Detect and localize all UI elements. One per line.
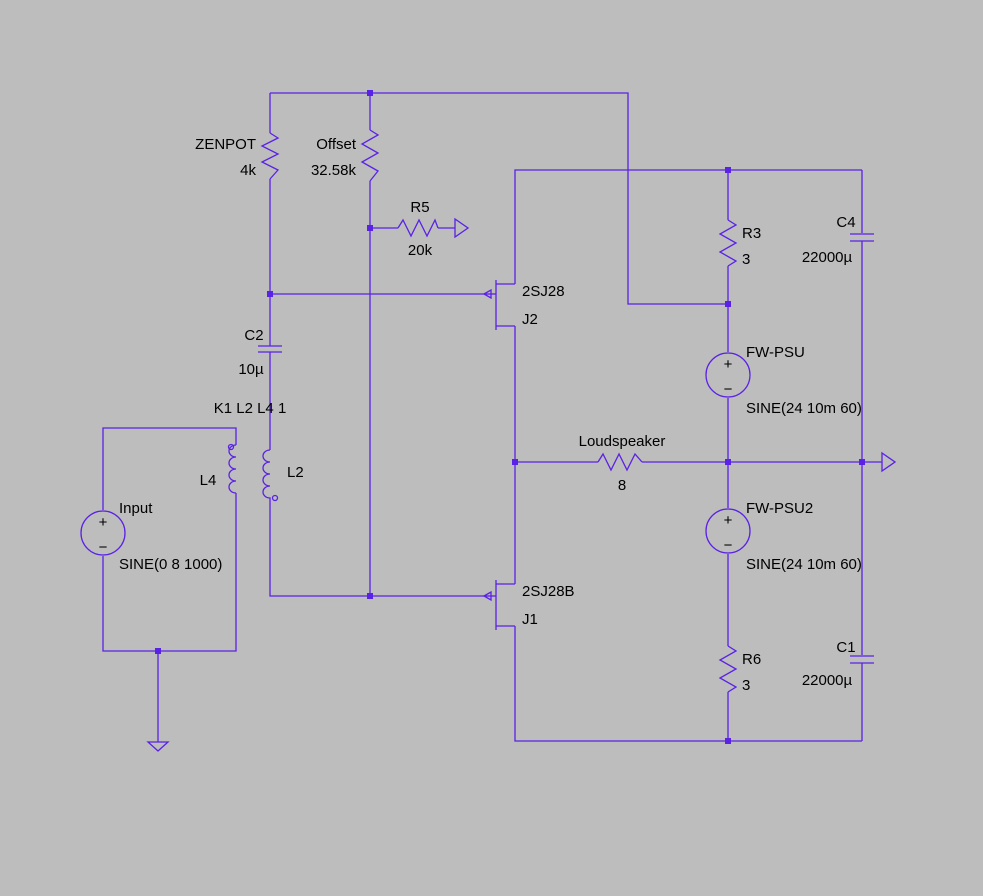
input-minus-symbol: − bbox=[99, 539, 108, 556]
wire-j2-top[interactable] bbox=[514, 169, 862, 280]
loudspeaker-resistor[interactable] bbox=[597, 452, 643, 472]
l2-dot bbox=[271, 494, 279, 502]
offset-resistor[interactable] bbox=[360, 129, 380, 182]
input-plus-symbol: + bbox=[99, 514, 108, 531]
wire-input-return[interactable] bbox=[102, 493, 237, 652]
c4-value: 22000µ bbox=[802, 249, 853, 266]
r6-name: R6 bbox=[742, 651, 761, 668]
junction-dot bbox=[512, 459, 518, 465]
wire-input-loop[interactable] bbox=[102, 427, 237, 510]
junction-dot bbox=[725, 167, 731, 173]
fwpsu-name: FW-PSU bbox=[746, 344, 805, 361]
c2-value: 10µ bbox=[238, 361, 264, 378]
r3-resistor[interactable] bbox=[718, 219, 738, 267]
l2-inductor[interactable] bbox=[262, 449, 271, 506]
l4-dot bbox=[227, 443, 235, 451]
l4-inductor[interactable] bbox=[228, 444, 237, 494]
zenpot-resistor[interactable] bbox=[260, 132, 280, 180]
input-value: SINE(0 8 1000) bbox=[119, 556, 222, 573]
l2-name: L2 bbox=[287, 464, 304, 481]
r6-value: 3 bbox=[742, 677, 750, 694]
fwpsu2-plus-symbol: + bbox=[724, 512, 733, 529]
fwpsu2-minus-symbol: − bbox=[724, 537, 733, 554]
r3-name: R3 bbox=[742, 225, 761, 242]
j1-jfet[interactable] bbox=[482, 580, 516, 630]
j1-name: J1 bbox=[522, 611, 538, 628]
junction-dot bbox=[155, 648, 161, 654]
junction-dot bbox=[267, 291, 273, 297]
j2-model: 2SJ28 bbox=[522, 283, 565, 300]
junction-dot bbox=[367, 225, 373, 231]
j2-name: J2 bbox=[522, 311, 538, 328]
fwpsu2-name: FW-PSU2 bbox=[746, 500, 813, 517]
r5-value: 20k bbox=[408, 242, 433, 259]
c1-capacitor[interactable] bbox=[850, 655, 874, 664]
fwpsu-minus-symbol: − bbox=[724, 381, 733, 398]
wires bbox=[102, 92, 882, 742]
l4-name: L4 bbox=[200, 472, 217, 489]
j2-jfet[interactable] bbox=[482, 280, 516, 330]
c2-name: C2 bbox=[244, 327, 263, 344]
junction-dot bbox=[367, 90, 373, 96]
input-voltage-source[interactable] bbox=[80, 510, 126, 556]
zenpot-value: 4k bbox=[240, 162, 256, 179]
input-name: Input bbox=[119, 500, 153, 517]
wire-top-bias[interactable] bbox=[270, 92, 728, 305]
fwpsu2-voltage-source[interactable] bbox=[705, 508, 751, 554]
r5-name: R5 bbox=[410, 199, 429, 216]
junction-dot bbox=[859, 459, 865, 465]
c2-capacitor[interactable] bbox=[258, 340, 282, 356]
r5-resistor[interactable] bbox=[397, 218, 439, 238]
ground-symbol-input[interactable] bbox=[146, 741, 170, 752]
ground-symbol-r5[interactable] bbox=[454, 217, 470, 239]
zenpot-name: ZENPOT bbox=[195, 136, 256, 153]
ground-symbol-output[interactable] bbox=[881, 451, 897, 473]
wire-j1-bottom[interactable] bbox=[514, 630, 862, 742]
c4-name: C4 bbox=[836, 214, 855, 231]
r6-resistor[interactable] bbox=[718, 645, 738, 693]
wire-l2-bottom[interactable] bbox=[269, 506, 483, 597]
junction-dot bbox=[725, 738, 731, 744]
c4-capacitor[interactable] bbox=[850, 233, 874, 242]
c1-value: 22000µ bbox=[802, 672, 853, 689]
fwpsu-plus-symbol: + bbox=[724, 356, 733, 373]
fwpsu2-value: SINE(24 10m 60) bbox=[746, 556, 862, 573]
coupling-directive: K1 L2 L4 1 bbox=[214, 400, 287, 417]
j1-model: 2SJ28B bbox=[522, 583, 575, 600]
c1-name: C1 bbox=[836, 639, 855, 656]
junction-dot bbox=[725, 301, 731, 307]
loudspeaker-value: 8 bbox=[618, 477, 626, 494]
junction-dot bbox=[725, 459, 731, 465]
r3-value: 3 bbox=[742, 251, 750, 268]
offset-value: 32.58k bbox=[311, 162, 357, 179]
fwpsu-value: SINE(24 10m 60) bbox=[746, 400, 862, 417]
offset-name: Offset bbox=[316, 136, 357, 153]
junctions bbox=[155, 90, 865, 744]
junction-dot bbox=[367, 593, 373, 599]
loudspeaker-name: Loudspeaker bbox=[579, 433, 666, 450]
fwpsu-voltage-source[interactable] bbox=[705, 352, 751, 398]
